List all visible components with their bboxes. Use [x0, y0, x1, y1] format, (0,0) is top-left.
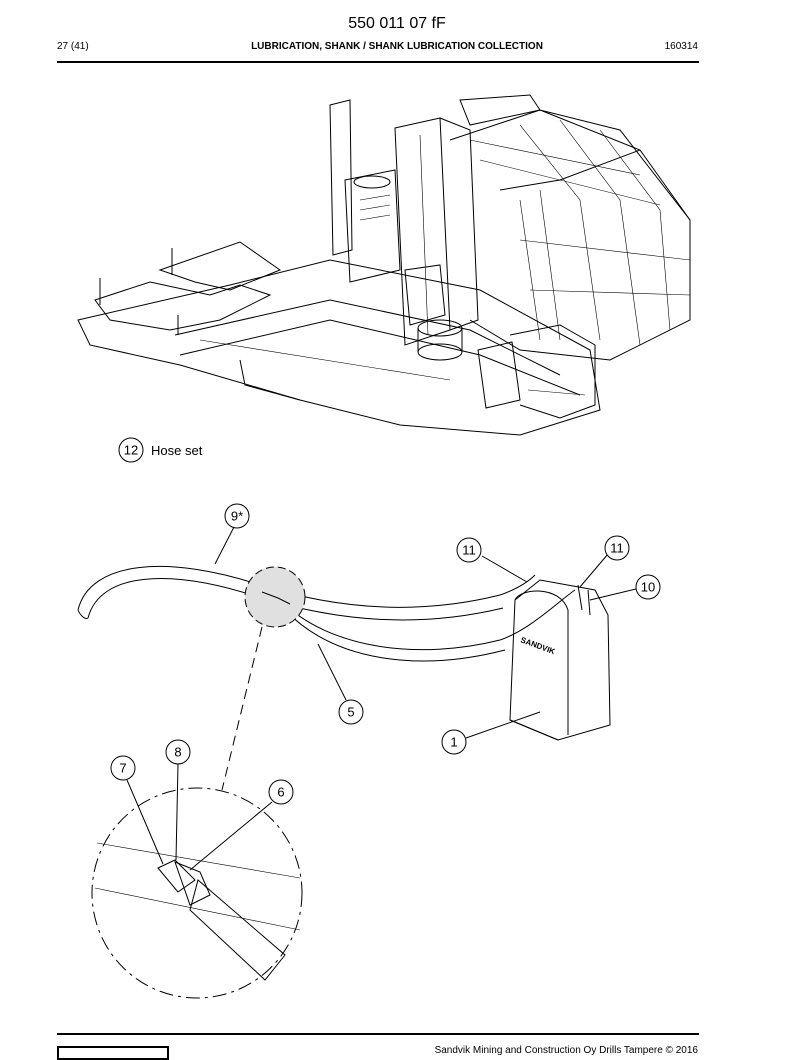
machine-body	[77, 94, 691, 436]
sandvik-logo	[57, 1046, 169, 1060]
footer-divider	[57, 1033, 699, 1035]
svg-text:9*: 9*	[231, 509, 243, 524]
document-number: 550 011 07 fF	[348, 15, 446, 32]
header-divider	[57, 61, 699, 63]
detail-leader	[221, 626, 263, 791]
date-code: 160314	[664, 41, 698, 52]
header-title: LUBRICATION, SHANK / SHANK LUBRICATION C…	[251, 41, 543, 52]
hose-9	[77, 566, 536, 611]
callout-7: 7	[110, 755, 164, 865]
section-heading: 12 Hose set	[118, 437, 203, 463]
callout-10: 10	[589, 574, 661, 601]
callout-12: 12	[124, 443, 138, 458]
svg-text:11: 11	[610, 541, 624, 556]
callout-1: 1	[441, 711, 541, 755]
detail-view	[91, 787, 303, 999]
callout-5: 5	[317, 643, 364, 725]
footer-copyright: Sandvik Mining and Construction Oy Drill…	[434, 1045, 698, 1056]
page-number: 27 (41)	[57, 41, 89, 52]
svg-text:8: 8	[174, 745, 181, 760]
fitting-detail	[157, 859, 286, 981]
svg-text:SANDVIK: SANDVIK	[519, 635, 556, 656]
section-label: Hose set	[151, 443, 203, 458]
callout-11-left: 11	[456, 537, 528, 583]
callout-9: 9*	[214, 503, 250, 565]
callout-11-right: 11	[579, 535, 630, 588]
lubrication-tank: SANDVIK	[509, 579, 611, 741]
svg-text:1: 1	[450, 735, 457, 750]
svg-text:7: 7	[119, 761, 126, 776]
callout-12-circle	[118, 437, 144, 463]
hose-assembly-diagram: SANDVIK 9* 11 11 10 5 1	[77, 503, 661, 999]
machine-drawing	[77, 94, 691, 436]
callout-8: 8	[165, 739, 191, 861]
hose-5	[279, 589, 576, 651]
svg-text:11: 11	[462, 543, 476, 558]
callout-6: 6	[189, 779, 294, 871]
svg-text:6: 6	[277, 785, 284, 800]
svg-text:5: 5	[347, 705, 354, 720]
svg-text:10: 10	[641, 580, 655, 595]
